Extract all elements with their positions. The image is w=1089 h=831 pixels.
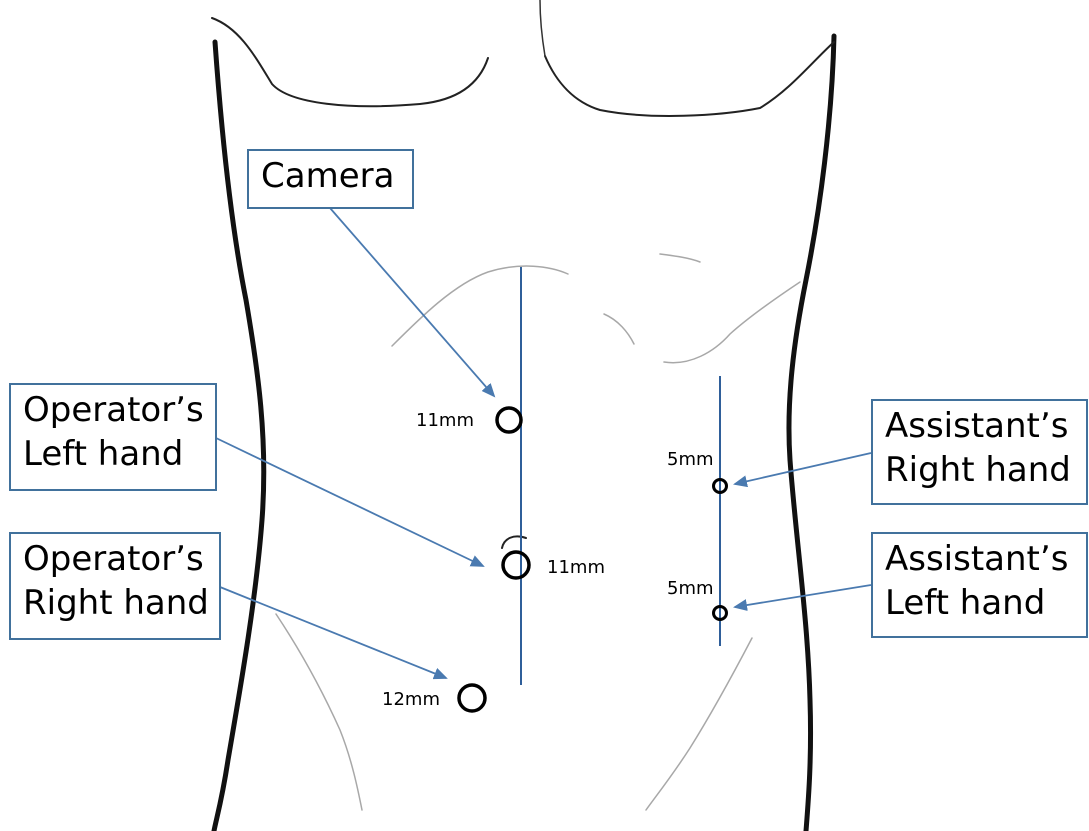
assistant-left-port-ring	[712, 605, 728, 621]
skin-contours	[275, 253, 801, 811]
assistant-left-label-line-2: Left hand	[885, 583, 1046, 623]
right-rib-line-2	[663, 281, 801, 364]
operator-left-port-ring	[501, 550, 531, 580]
torso-outline	[211, 0, 837, 831]
assistant-left-arrow	[733, 584, 872, 612]
camera-label-line-1: Camera	[261, 156, 395, 196]
operator-left-label-line-2: Left hand	[23, 434, 184, 474]
neck-line	[539, 0, 546, 57]
assistant-right-label-line-1: Assistant’s	[885, 406, 1069, 446]
camera-port-size: 11mm	[416, 410, 474, 431]
camera-port-ring	[495, 406, 523, 434]
operator-right-port-ring	[457, 683, 487, 713]
operator-left-hand-label-box: Operator’s Left hand	[9, 383, 217, 491]
navel-mark	[501, 535, 527, 549]
right-upper-contour	[659, 253, 701, 263]
assistant-left-hand-label-box: Assistant’s Left hand	[871, 532, 1088, 638]
operator-right-label-line-2: Right hand	[23, 583, 209, 623]
assistant-right-port-ring	[712, 478, 728, 494]
camera-arrow	[329, 207, 496, 398]
assistant-left-port-size: 5mm	[667, 578, 714, 599]
operator-left-label-line-1: Operator’s	[23, 390, 204, 430]
operator-right-arrow	[219, 586, 448, 680]
right-rib-line	[603, 313, 635, 345]
assistant-right-port-size: 5mm	[667, 449, 714, 470]
operator-right-label-line-1: Operator’s	[23, 539, 204, 579]
assistant-left-label-line-1: Assistant’s	[885, 539, 1069, 579]
assistant-right-label-line-2: Right hand	[885, 450, 1071, 490]
left-rib-line	[391, 265, 569, 347]
operator-left-arrow	[215, 437, 485, 567]
left-shoulder-line	[211, 17, 489, 108]
right-shoulder-line	[544, 41, 835, 117]
operator-left-port-size: 11mm	[547, 557, 605, 578]
operator-right-port-size: 12mm	[382, 689, 440, 710]
right-torso-edge	[786, 33, 837, 831]
operator-right-hand-label-box: Operator’s Right hand	[9, 532, 221, 640]
assistant-right-hand-label-box: Assistant’s Right hand	[871, 399, 1088, 505]
leader-arrows	[215, 207, 872, 680]
camera-label-box: Camera	[247, 149, 414, 209]
left-groin-line	[275, 613, 363, 811]
assistant-right-arrow	[733, 452, 872, 488]
right-groin-line	[645, 637, 753, 811]
left-torso-edge	[211, 39, 267, 831]
